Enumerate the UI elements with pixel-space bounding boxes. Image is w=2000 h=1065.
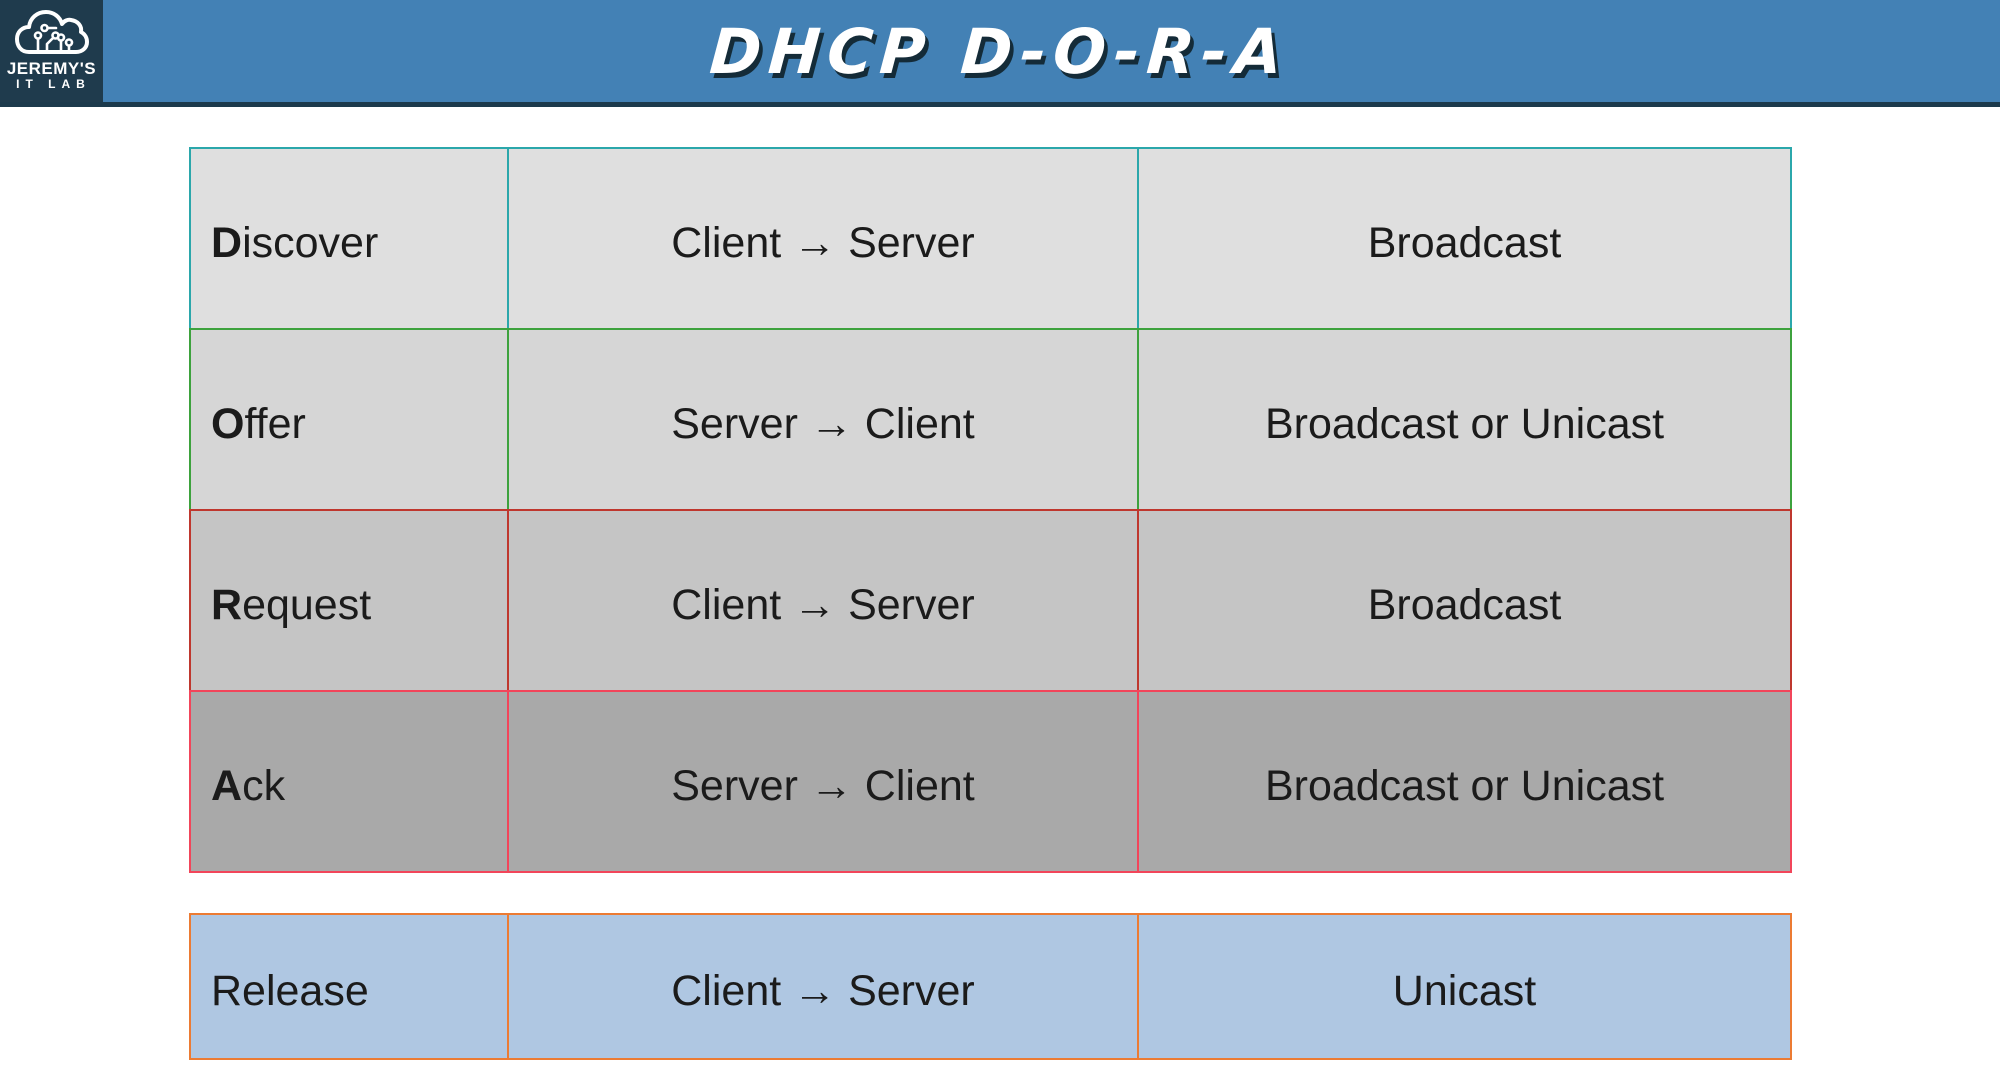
- direction-cell-discover: Client → Server: [507, 149, 1139, 328]
- step-label: ck: [242, 762, 286, 810]
- delivery-cell-offer: Broadcast or Unicast: [1264, 400, 1665, 448]
- delivery-cell-discover: Broadcast: [1367, 219, 1562, 267]
- logo-text-line1: JEREMY'S: [6, 59, 97, 78]
- step-label: ffer: [244, 400, 306, 448]
- step-bold-letter: R: [211, 581, 243, 629]
- page-title: DHCP D-O-R-A: [707, 14, 1293, 88]
- delivery-cell-release: Unicast: [1392, 967, 1537, 1015]
- logo: JEREMY'S IT LAB: [0, 0, 103, 102]
- direction-cell-release: Client → Server: [507, 915, 1139, 1058]
- delivery-cell-ack: Broadcast or Unicast: [1264, 762, 1665, 810]
- step-label: Release: [211, 967, 369, 1015]
- step-label: iscover: [242, 219, 379, 267]
- step-bold-letter: O: [211, 400, 245, 448]
- release-table: Release Client → Server Unicast: [189, 913, 1792, 1060]
- delivery-cell-request: Broadcast: [1367, 581, 1562, 629]
- direction-cell-ack: Server → Client: [507, 692, 1139, 871]
- step-cell-release: Release: [191, 915, 507, 1058]
- cloud-circuit-icon: [14, 10, 89, 54]
- step-bold-letter: D: [211, 219, 243, 267]
- step-label: equest: [242, 581, 372, 629]
- logo-text-line2: IT LAB: [16, 76, 91, 91]
- direction-cell-request: Client → Server: [507, 511, 1139, 690]
- table-row-release: Release Client → Server Unicast: [189, 913, 1792, 1060]
- step-bold-letter: A: [211, 762, 243, 810]
- direction-cell-offer: Server → Client: [507, 330, 1139, 509]
- header-bar: JEREMY'S IT LAB DHCP D-O-R-A: [0, 0, 2000, 107]
